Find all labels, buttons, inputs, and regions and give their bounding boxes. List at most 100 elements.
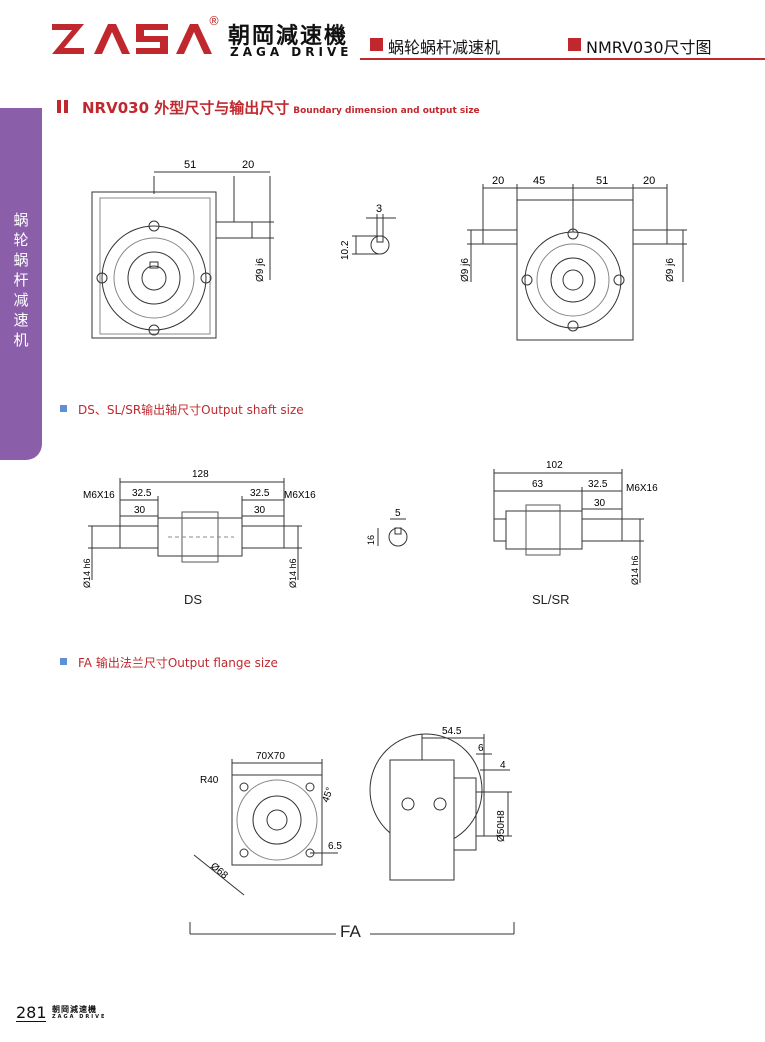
key-detail-2-drawing: 5 16 [366,508,408,547]
right-shaft [632,229,668,245]
footer-brand-en: ZAGA DRIVE [52,1014,107,1020]
dim-key2-width: 5 [395,508,401,519]
shaft-section [370,235,390,255]
key-detail-drawing: 3 10.2 [340,203,396,260]
dim-key-height: 10.2 [340,240,351,260]
bolt-hole [613,274,625,286]
brand-name-en: ZAGA DRIVE [230,45,353,59]
keyway [149,261,159,269]
header-rule [360,58,765,60]
flange-dia: Ø68 [208,861,230,882]
dim-45: 45 [533,175,545,187]
thread-left: M6X16 [83,490,115,501]
keyed-section [525,504,561,556]
flange-radius: R40 [200,775,219,786]
registered-mark: ® [208,14,220,28]
dim-63: 63 [532,479,544,490]
dim-102: 102 [546,460,563,471]
bolt-hole [96,272,108,284]
slsr-caption: SL/SR [532,592,570,607]
key-slot [376,235,384,243]
dim-shaft-dia-left: Ø9 j6 [460,258,471,282]
zaga-logo [52,24,212,54]
bolt-hole [567,320,579,332]
model-bullet [568,38,581,51]
right-shaft-end [241,525,285,549]
key-slot [394,527,402,535]
bolt-hole [148,324,160,336]
hub-circle [127,251,181,305]
flange-angle: 45° [320,786,336,804]
dim-shaft-dia: Ø9 j6 [255,258,266,282]
dim-32-5-left: 32.5 [132,488,152,499]
dia-left: Ø14 h6 [82,558,92,588]
bore-circle [266,809,288,831]
page-header: ® 朝岡減速機 ZAGA DRIVE 蜗轮蜗杆减速机 NMRV030尺寸图 [0,0,765,70]
input-shaft [215,221,253,239]
flange-inner [113,237,195,319]
section3-title: FA 输出法兰尺寸Output flange size [78,656,278,670]
housing-inner [99,197,211,335]
fa-caption: FA [340,922,361,941]
side-dia: Ø50H8 [496,810,507,842]
gearbox-front-drawing: 51 20 Ø9 j6 [91,159,274,339]
section1-bar-a [57,100,61,113]
mount-hole [305,782,315,792]
dim-key-width: 3 [376,203,382,215]
mount-hole [239,848,249,858]
housing-body [389,759,455,881]
flange-spigot [475,791,485,837]
thread-right: M6X16 [284,490,316,501]
housing-hole [401,797,415,811]
fa-side-drawing: 54.5 6 4 Ø50H8 [369,726,512,881]
dim-30: 30 [594,498,606,509]
bore-circle [562,269,584,291]
shaft-section [388,527,408,547]
category-bullet [370,38,383,51]
dim-128: 128 [192,469,209,480]
dim-51: 51 [184,159,196,171]
dia: Ø14 h6 [630,555,640,585]
brand-name-cn: 朝岡減速機 [228,24,349,49]
fa-bracket [189,922,515,935]
dim-32-5-right: 32.5 [250,488,270,499]
ds-caption: DS [184,592,203,607]
dim-shaft-dia-right: Ø9 j6 [665,258,676,282]
bore-circle [141,265,167,291]
category-title: 蜗轮蜗杆减速机 [388,38,501,57]
dia-right: Ø14 h6 [288,558,298,588]
gearbox-double-shaft-drawing: 20 45 51 20 Ø9 j6 Ø9 j6 [460,175,687,341]
flange-square [231,774,323,866]
shaft-body [505,510,583,550]
housing-hole [433,797,447,811]
ds-shaft-drawing: 128 M6X16 32.5 32.5 M6X16 30 30 Ø14 h6 Ø… [82,469,316,588]
section2-title: DS、SL/SR输出轴尺寸Output shaft size [78,403,304,417]
slsr-shaft-drawing: 102 63 32.5 M6X16 30 Ø14 h6 [493,460,658,585]
shaft-end-left [493,518,507,542]
flange-outer [101,225,207,331]
sidebar-label: 蜗轮蜗杆减速机 [13,211,29,349]
side-t2: 4 [500,760,506,771]
thread: M6X16 [626,483,658,494]
dia-leader [193,854,245,896]
flange-pcd [236,779,318,861]
fa-flange-front-drawing: 70X70 R40 45° Ø68 6.5 [193,751,342,896]
flange-size: 70X70 [256,751,285,762]
section3-bullet [60,658,67,665]
bolt-hole [521,274,533,286]
dim-32-5: 32.5 [588,479,608,490]
bolt-hole [200,272,212,284]
section1-bar-b [64,100,68,113]
bolt-hole [148,220,160,232]
section2-bullet [60,405,67,412]
left-shaft-end [119,525,159,549]
housing-outline [91,191,217,339]
shaft-end-right [581,518,623,542]
dim-51: 51 [596,175,608,187]
dim-20: 20 [242,159,254,171]
hole-dim: 6.5 [328,841,342,852]
page-number-underline [16,1021,46,1022]
dim-30-right: 30 [254,505,266,516]
left-shaft [482,229,518,245]
dim-20-right: 20 [643,175,655,187]
